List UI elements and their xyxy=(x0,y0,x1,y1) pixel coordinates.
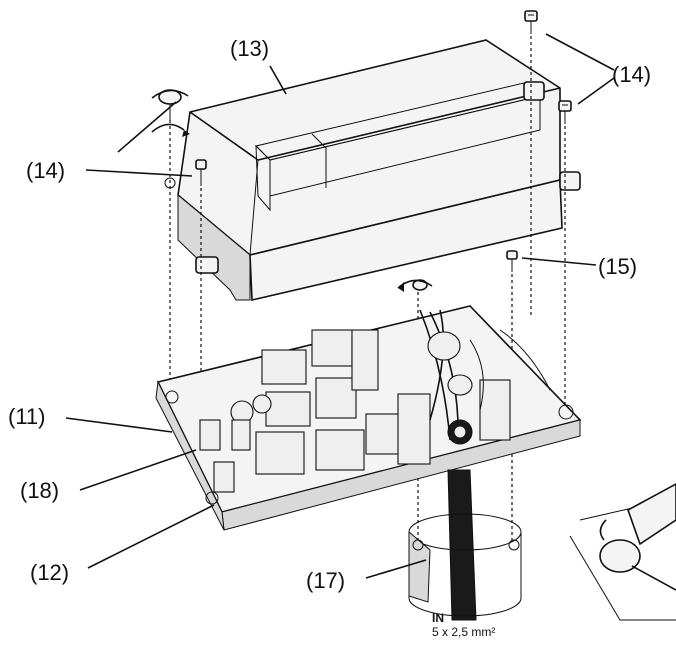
rotate-arrow-icon xyxy=(151,89,189,99)
rotate-arrow-icon xyxy=(599,519,607,541)
label-base: (11) xyxy=(8,404,46,429)
leader-lines xyxy=(65,33,615,579)
label-screw-right: (14) xyxy=(612,62,651,87)
label-screw-inner: (15) xyxy=(598,254,637,279)
label-terminal: (18) xyxy=(20,478,59,503)
screw-left-inner xyxy=(195,159,207,186)
label-screw-left: (14) xyxy=(26,158,65,183)
screw-left-outer xyxy=(151,89,190,137)
screw-inner xyxy=(397,250,518,292)
screw-right xyxy=(558,100,572,124)
tool-detail-inset xyxy=(569,483,676,621)
circuit-board-components xyxy=(199,309,551,493)
cable-note-spec: 5 x 2,5 mm² xyxy=(432,625,495,639)
label-cover: (13) xyxy=(230,36,269,61)
label-base-bottom: (12) xyxy=(30,560,69,585)
rotate-arrow-icon xyxy=(151,123,185,133)
conduit-box xyxy=(408,513,522,617)
cable-note-title: IN xyxy=(432,611,444,625)
callout-labels: (13) (14) (14) (15) (11) (18) (12) (17) … xyxy=(8,36,651,639)
housing-cover xyxy=(164,39,581,301)
label-conduit: (17) xyxy=(306,568,345,593)
incoming-cable xyxy=(447,469,477,621)
screw-top-right xyxy=(524,10,538,34)
